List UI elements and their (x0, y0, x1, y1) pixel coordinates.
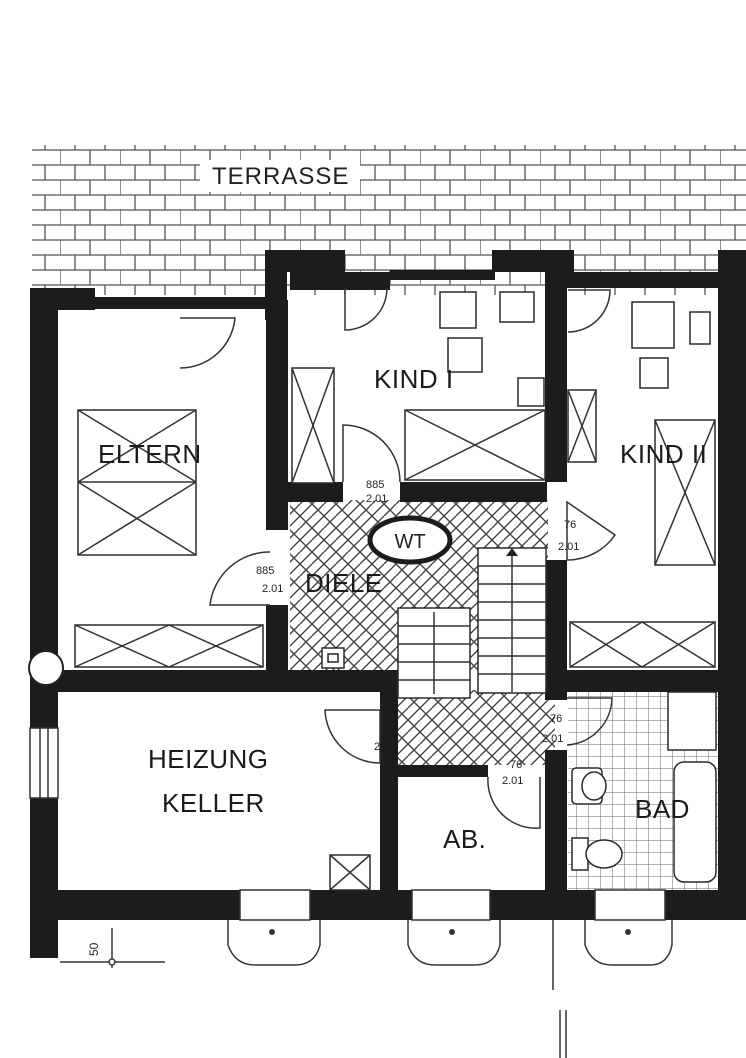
room-label-keller: KELLER (162, 788, 265, 818)
svg-text:76: 76 (382, 722, 394, 734)
terrace-label: TERRASSE (212, 163, 349, 190)
svg-text:885: 885 (256, 565, 274, 577)
door-label-kind2: 76 2.01 (558, 519, 579, 553)
svg-text:2.01: 2.01 (366, 493, 387, 505)
keller-furniture (329, 854, 371, 891)
eltern-furniture (74, 317, 264, 668)
room-label-bad: BAD (635, 794, 690, 824)
door-label-ab: 76 2.01 (502, 759, 523, 787)
svg-text:76: 76 (550, 713, 562, 725)
svg-text:2.01: 2.01 (262, 583, 283, 595)
room-label-kind1: KIND I (374, 364, 454, 394)
terrace-area (32, 145, 746, 295)
door-label-kind1: 885 2.01 (366, 479, 387, 505)
kind2-furniture (566, 289, 716, 668)
svg-text:50: 50 (87, 942, 101, 956)
corridor-floor (395, 690, 555, 765)
svg-text:2.01: 2.01 (558, 541, 579, 553)
diele-features (209, 551, 613, 829)
bad-fixtures (571, 691, 717, 883)
room-label-heizung: HEIZUNG (148, 744, 269, 774)
wt-label: WT (394, 531, 425, 553)
kind1-furniture (291, 287, 546, 484)
wt-marker: WT (367, 515, 453, 565)
svg-text:76: 76 (564, 519, 576, 531)
room-label-diele: DIELE (305, 568, 383, 598)
pipe-lines (552, 920, 567, 1058)
windows (29, 727, 666, 921)
svg-text:2.01: 2.01 (374, 741, 395, 753)
downpipe-icon (28, 650, 64, 686)
svg-text:76: 76 (510, 759, 522, 771)
light-wells (227, 920, 673, 966)
room-label-kind2: KIND II (620, 439, 707, 469)
dimension-marker: 50 (60, 928, 165, 968)
room-label-ab: AB. (443, 824, 486, 854)
svg-text:2.01: 2.01 (542, 733, 563, 745)
interior-walls (58, 272, 720, 890)
svg-text:885: 885 (366, 479, 384, 491)
door-label-bad: 76 2.01 (542, 713, 563, 745)
staircase (397, 547, 547, 699)
door-label-eltern: 885 2.01 (256, 565, 283, 595)
door-label-keller: 76 2.01 (374, 722, 395, 753)
room-label-eltern: ELTERN (98, 439, 202, 469)
svg-text:2.01: 2.01 (502, 775, 523, 787)
outer-walls (30, 250, 746, 958)
